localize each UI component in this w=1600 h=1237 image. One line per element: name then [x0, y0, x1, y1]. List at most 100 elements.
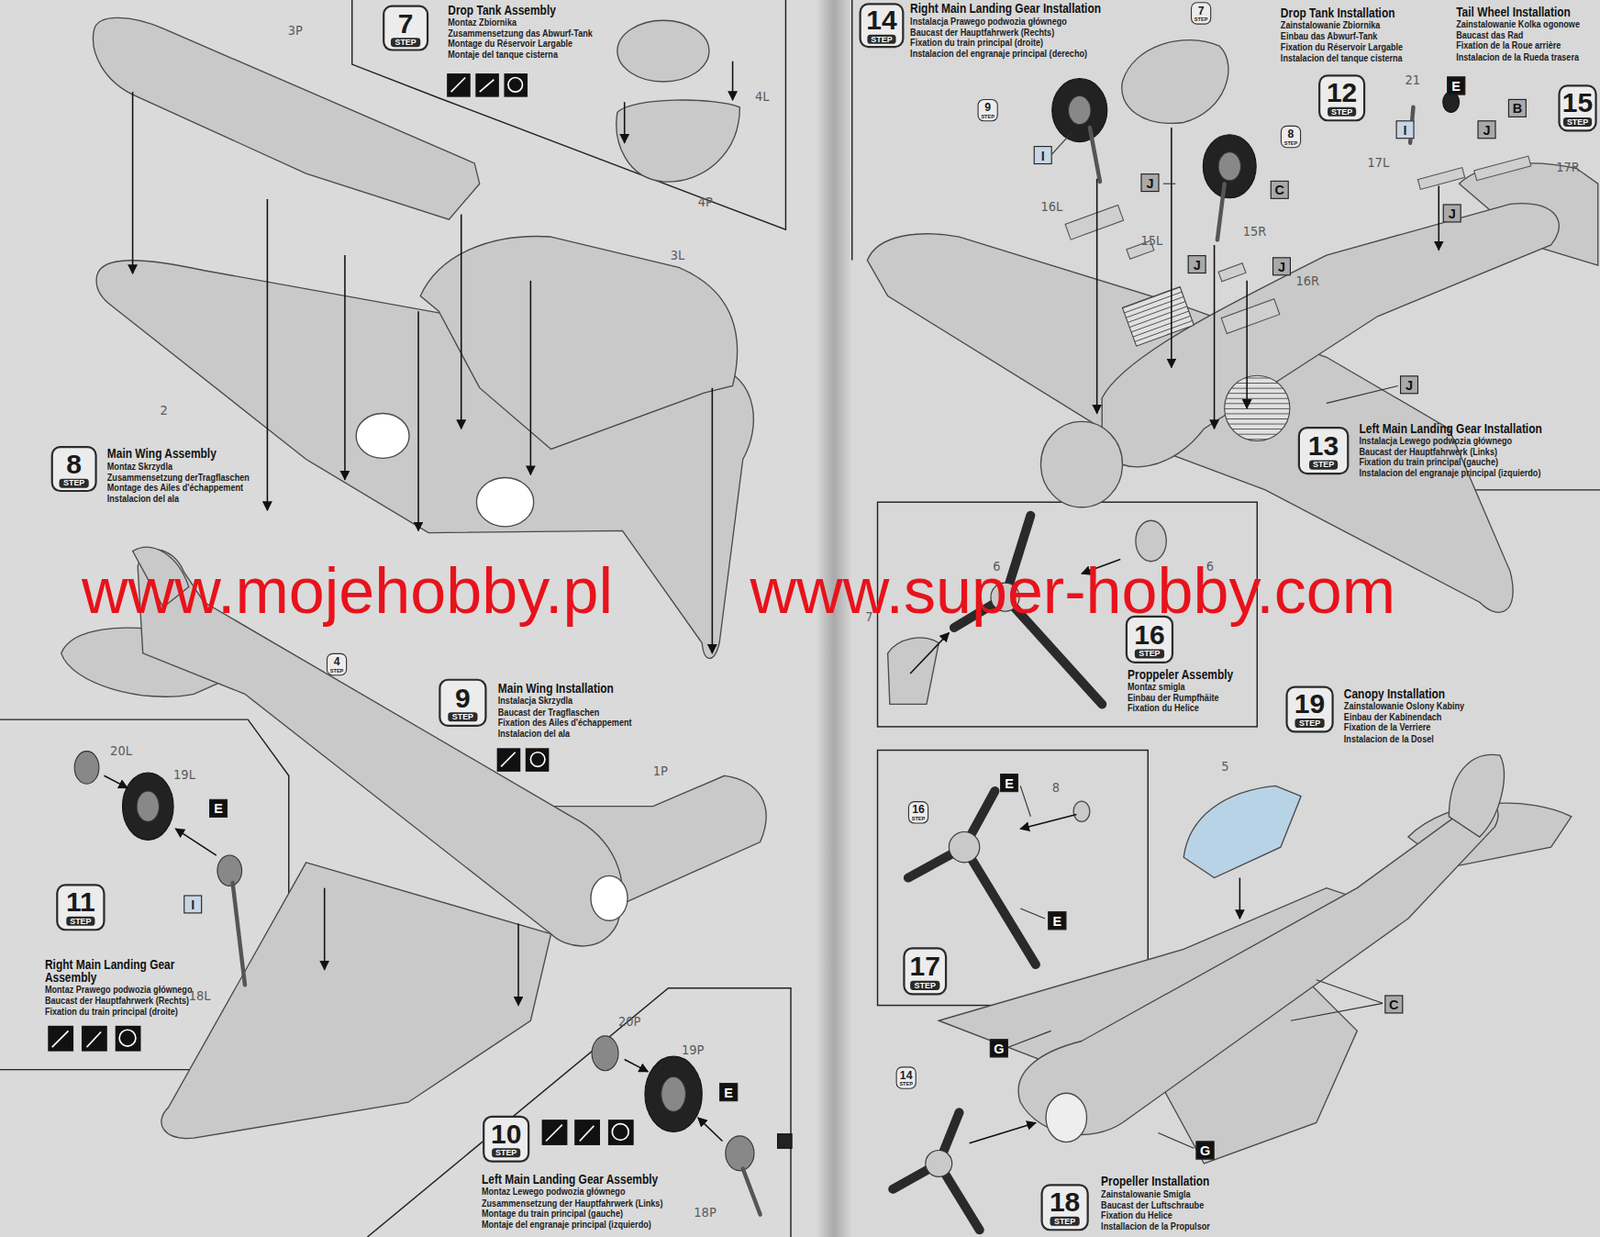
- step-translation: Zusammensetzung derTragflaschen: [107, 471, 250, 483]
- step-heading: Right Main Landing Gear Assembly: [44, 957, 221, 985]
- step-reference-badge: 8STEP: [1280, 125, 1301, 148]
- watermark: www.super-hobby.com: [750, 556, 1397, 624]
- paint-code-box: E: [209, 799, 228, 818]
- paint-code-box: G: [1196, 1140, 1215, 1159]
- step-word: STEP: [1309, 459, 1339, 469]
- paint-code-box: B: [1508, 99, 1527, 118]
- step-word: STEP: [899, 1079, 913, 1087]
- paint-code-box: I: [1396, 120, 1415, 139]
- step-title: Propeller InstallationZainstalowanie Smi…: [1100, 1175, 1211, 1232]
- step-number: 12: [1326, 79, 1357, 108]
- paint-code: J: [1145, 176, 1154, 189]
- step-reference-badge: 7STEP: [1190, 1, 1212, 24]
- paint-code-box: C: [1270, 180, 1289, 200]
- step-word: STEP: [1050, 1216, 1080, 1226]
- step-badge: 10STEPLeft Main Landing Gear AssemblyMon…: [482, 1115, 530, 1163]
- step-translation: Fixation du train principal (droite): [910, 37, 1101, 49]
- step-number: 16: [1133, 621, 1165, 649]
- step-number: 4: [333, 655, 341, 667]
- step-translation: Instalacion de la Rueda trasera: [1455, 51, 1580, 63]
- step-word: STEP: [866, 34, 897, 45]
- step-translation: Einbau der Rumpfhäite: [1127, 692, 1234, 704]
- step-heading: Left Main Landing Gear Installation: [1359, 422, 1543, 435]
- step-heading: Left Main Landing Gear Assembly: [481, 1173, 663, 1187]
- paint-code-box: G: [989, 1038, 1009, 1057]
- step-number: 14: [866, 7, 897, 35]
- step-translation: Instalacion de la Dosel: [1344, 733, 1465, 745]
- step-heading: Propeller Installation: [1100, 1175, 1211, 1189]
- step-translation: Montage des Ailes d'échappement: [107, 482, 250, 494]
- step-number: 15: [1562, 89, 1593, 118]
- step-badge: 11STEPRight Main Landing Gear AssemblyMo…: [55, 883, 105, 931]
- step-title: Tail Wheel InstallationZainstalowanie Ko…: [1455, 6, 1580, 63]
- step-heading: Drop Tank Installation: [1280, 7, 1403, 21]
- paint-code-box: J: [1140, 173, 1159, 192]
- step-translation: Montaz Lewego podwozia głównego: [481, 1187, 663, 1199]
- part-number: 7: [865, 609, 873, 625]
- part-number: 16R: [1296, 273, 1321, 289]
- step-word: STEP: [910, 979, 940, 989]
- step-badge: 7STEPDrop Tank AssemblyMontaz ZbiornikaZ…: [382, 5, 429, 52]
- step-translation: Instalacion del tanque cisterna: [1280, 52, 1403, 64]
- step-word: STEP: [980, 112, 995, 120]
- step-word: STEP: [1562, 117, 1592, 127]
- part-number: 17L: [1366, 155, 1389, 171]
- paint-code: J: [1405, 377, 1413, 391]
- step-translation: Baucast der Hauptfahrwerk (Links): [1359, 446, 1543, 458]
- step-reference-badge: 16STEP: [908, 800, 929, 823]
- step-number: 8: [66, 450, 82, 478]
- step-number: 17: [910, 952, 941, 980]
- paint-code: B: [1512, 101, 1523, 115]
- part-number: 1P: [653, 763, 668, 779]
- part-number: 15L: [1140, 233, 1163, 249]
- step-translation: Zusammensetzung der Hauptfahrwerk (Links…: [481, 1197, 663, 1209]
- paint-code: C: [1275, 183, 1285, 197]
- step-title: Main Wing AssemblyMontaz SkrzydlaZusamme…: [107, 447, 250, 504]
- paint-code-box: J: [1477, 120, 1497, 139]
- step-translation: Instalacion del engranaje principal (der…: [910, 48, 1101, 60]
- part-number: 2: [160, 401, 168, 418]
- part-number: 6: [1206, 557, 1214, 574]
- step-badge: 12STEPDrop Tank InstallationZainstalowan…: [1318, 74, 1366, 122]
- paint-code: E: [213, 801, 223, 815]
- paint-code-box: E: [719, 1082, 738, 1101]
- step-translation: Fixation de la Verriere: [1344, 722, 1465, 734]
- part-number: 20P: [618, 1012, 641, 1029]
- step-heading: Canopy Installation: [1344, 688, 1465, 701]
- step-badge: 17STEP: [902, 946, 947, 995]
- step-badge: 18STEPPropeller InstallationZainstalowan…: [1040, 1183, 1089, 1231]
- part-number: 19L: [173, 766, 196, 782]
- part-number: 8: [1052, 779, 1060, 796]
- step-number: 9: [984, 101, 991, 113]
- step-number: 13: [1308, 432, 1339, 460]
- paint-code-box: C: [1384, 994, 1403, 1013]
- step-translation: Fixation du train principal (droite): [44, 1006, 221, 1018]
- part-number: 15R: [1243, 223, 1267, 240]
- step-number: 7: [398, 10, 414, 38]
- paint-code-box: E: [1047, 911, 1067, 930]
- step-word: STEP: [59, 477, 89, 488]
- part-number: 4P: [698, 193, 713, 210]
- step-word: STEP: [330, 666, 345, 674]
- step-translation: Installacion de la Propulsor: [1100, 1221, 1211, 1233]
- step-heading: Drop Tank Assembly: [447, 3, 593, 17]
- step-title: Left Main Landing Gear InstallationInsta…: [1359, 422, 1543, 478]
- step-translation: Instalacja Lewego podwozia głównego: [1359, 435, 1543, 447]
- step-word: STEP: [1327, 107, 1357, 117]
- step-translation: Fixation des Ailes d'échappement: [498, 717, 633, 729]
- step-word: STEP: [447, 711, 478, 722]
- step-number: 11: [66, 888, 96, 917]
- step-word: STEP: [1134, 648, 1165, 658]
- step-reference-badge: 4STEP: [326, 653, 347, 676]
- step-translation: Einbau das Abwurf-Tank: [1280, 31, 1403, 43]
- part-number: 18P: [693, 1203, 716, 1220]
- step-title: Left Main Landing Gear AssemblyMontaz Le…: [481, 1173, 663, 1230]
- part-number: 6: [992, 557, 1000, 574]
- step-number: 18: [1049, 1188, 1080, 1217]
- step-translation: Instalacion del engranaje principal (izq…: [1359, 467, 1543, 479]
- step-heading: Proppeler Assembly: [1127, 668, 1234, 682]
- step-translation: Montage du Réservoir Largable: [447, 38, 593, 50]
- step-translation: Fixation du Réservoir Largable: [1280, 42, 1403, 54]
- part-number: 3L: [670, 246, 686, 263]
- step-translation: Montaje del engranaje principal (izquier…: [481, 1219, 663, 1231]
